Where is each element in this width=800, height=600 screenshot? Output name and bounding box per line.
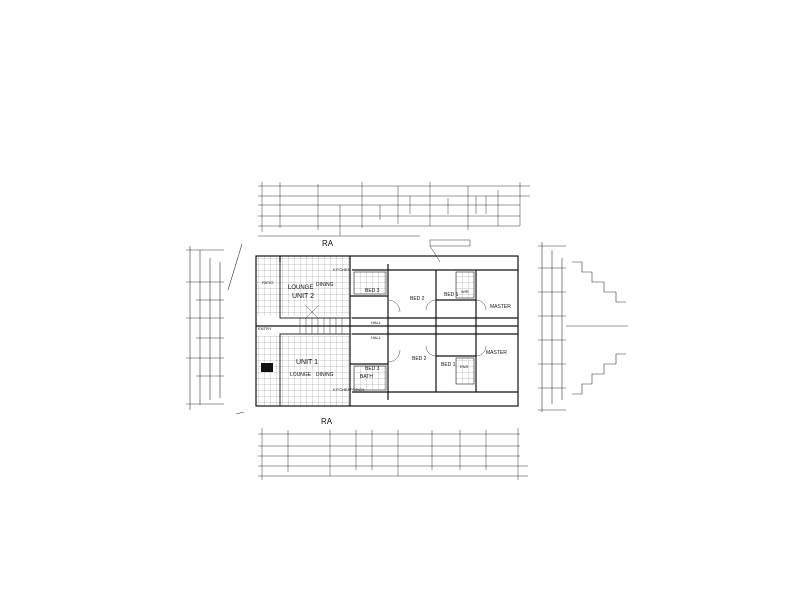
upper-ens-tiles	[455, 271, 475, 299]
label-ra-bottom: RA	[321, 417, 333, 426]
label-upper-patio: PATIO	[262, 280, 273, 285]
label-lower-bed3: BED 3	[365, 366, 380, 372]
label-upper-unit: UNIT 2	[292, 293, 314, 300]
label-upper-bed2: BED 2	[410, 296, 425, 302]
bottom-dimension-strings	[258, 428, 528, 480]
label-upper-lounge: LOUNGE	[288, 285, 313, 291]
label-upper-kitchen: KITCHEN	[333, 267, 351, 272]
label-upper-dining: DINING	[316, 282, 334, 288]
left-dimension-strings	[186, 243, 245, 415]
label-upper-bed3: BED 3	[365, 288, 380, 294]
label-lower-bed2: BED 2	[412, 356, 427, 362]
label-entry: ENTRY	[258, 326, 272, 331]
label-upper-robe: WIR	[461, 289, 469, 294]
label-lower-unit: UNIT 1	[296, 359, 318, 366]
label-hall-upper: HALL	[371, 320, 382, 325]
label-lower-lounge: LOUNGE	[290, 372, 312, 378]
label-upper-master: MASTER	[490, 304, 511, 310]
door-swings	[305, 299, 487, 363]
annotation-leader	[429, 239, 471, 263]
label-hall-lower: HALL	[371, 335, 382, 340]
meter-box-fill	[261, 363, 273, 372]
label-lower-ens: ENS	[460, 364, 469, 369]
deck-upper-hatch	[256, 256, 350, 316]
lower-ens-tiles	[455, 357, 475, 385]
label-ra-top: RA	[322, 239, 334, 248]
label-upper-bed1: BED 1	[444, 292, 459, 298]
upper-bath-tiles	[353, 271, 387, 295]
label-lower-dining: DINING	[316, 372, 334, 378]
top-dimension-strings	[258, 182, 530, 237]
lower-bath-tiles	[353, 365, 387, 391]
label-lower-master: MASTER	[486, 350, 507, 356]
room-labels: LOUNGE UNIT 2 DINING KITCHEN BED 3 BED 2…	[258, 239, 511, 426]
label-lower-bed1: BED 1	[441, 362, 456, 368]
label-lower-bath: BATH	[360, 374, 373, 380]
label-lower-kitchen: KITCHEN	[333, 387, 351, 392]
right-dimension-strings	[538, 242, 628, 412]
stair-hatching	[299, 317, 388, 335]
label-lower-porch: PORCH	[350, 387, 365, 392]
